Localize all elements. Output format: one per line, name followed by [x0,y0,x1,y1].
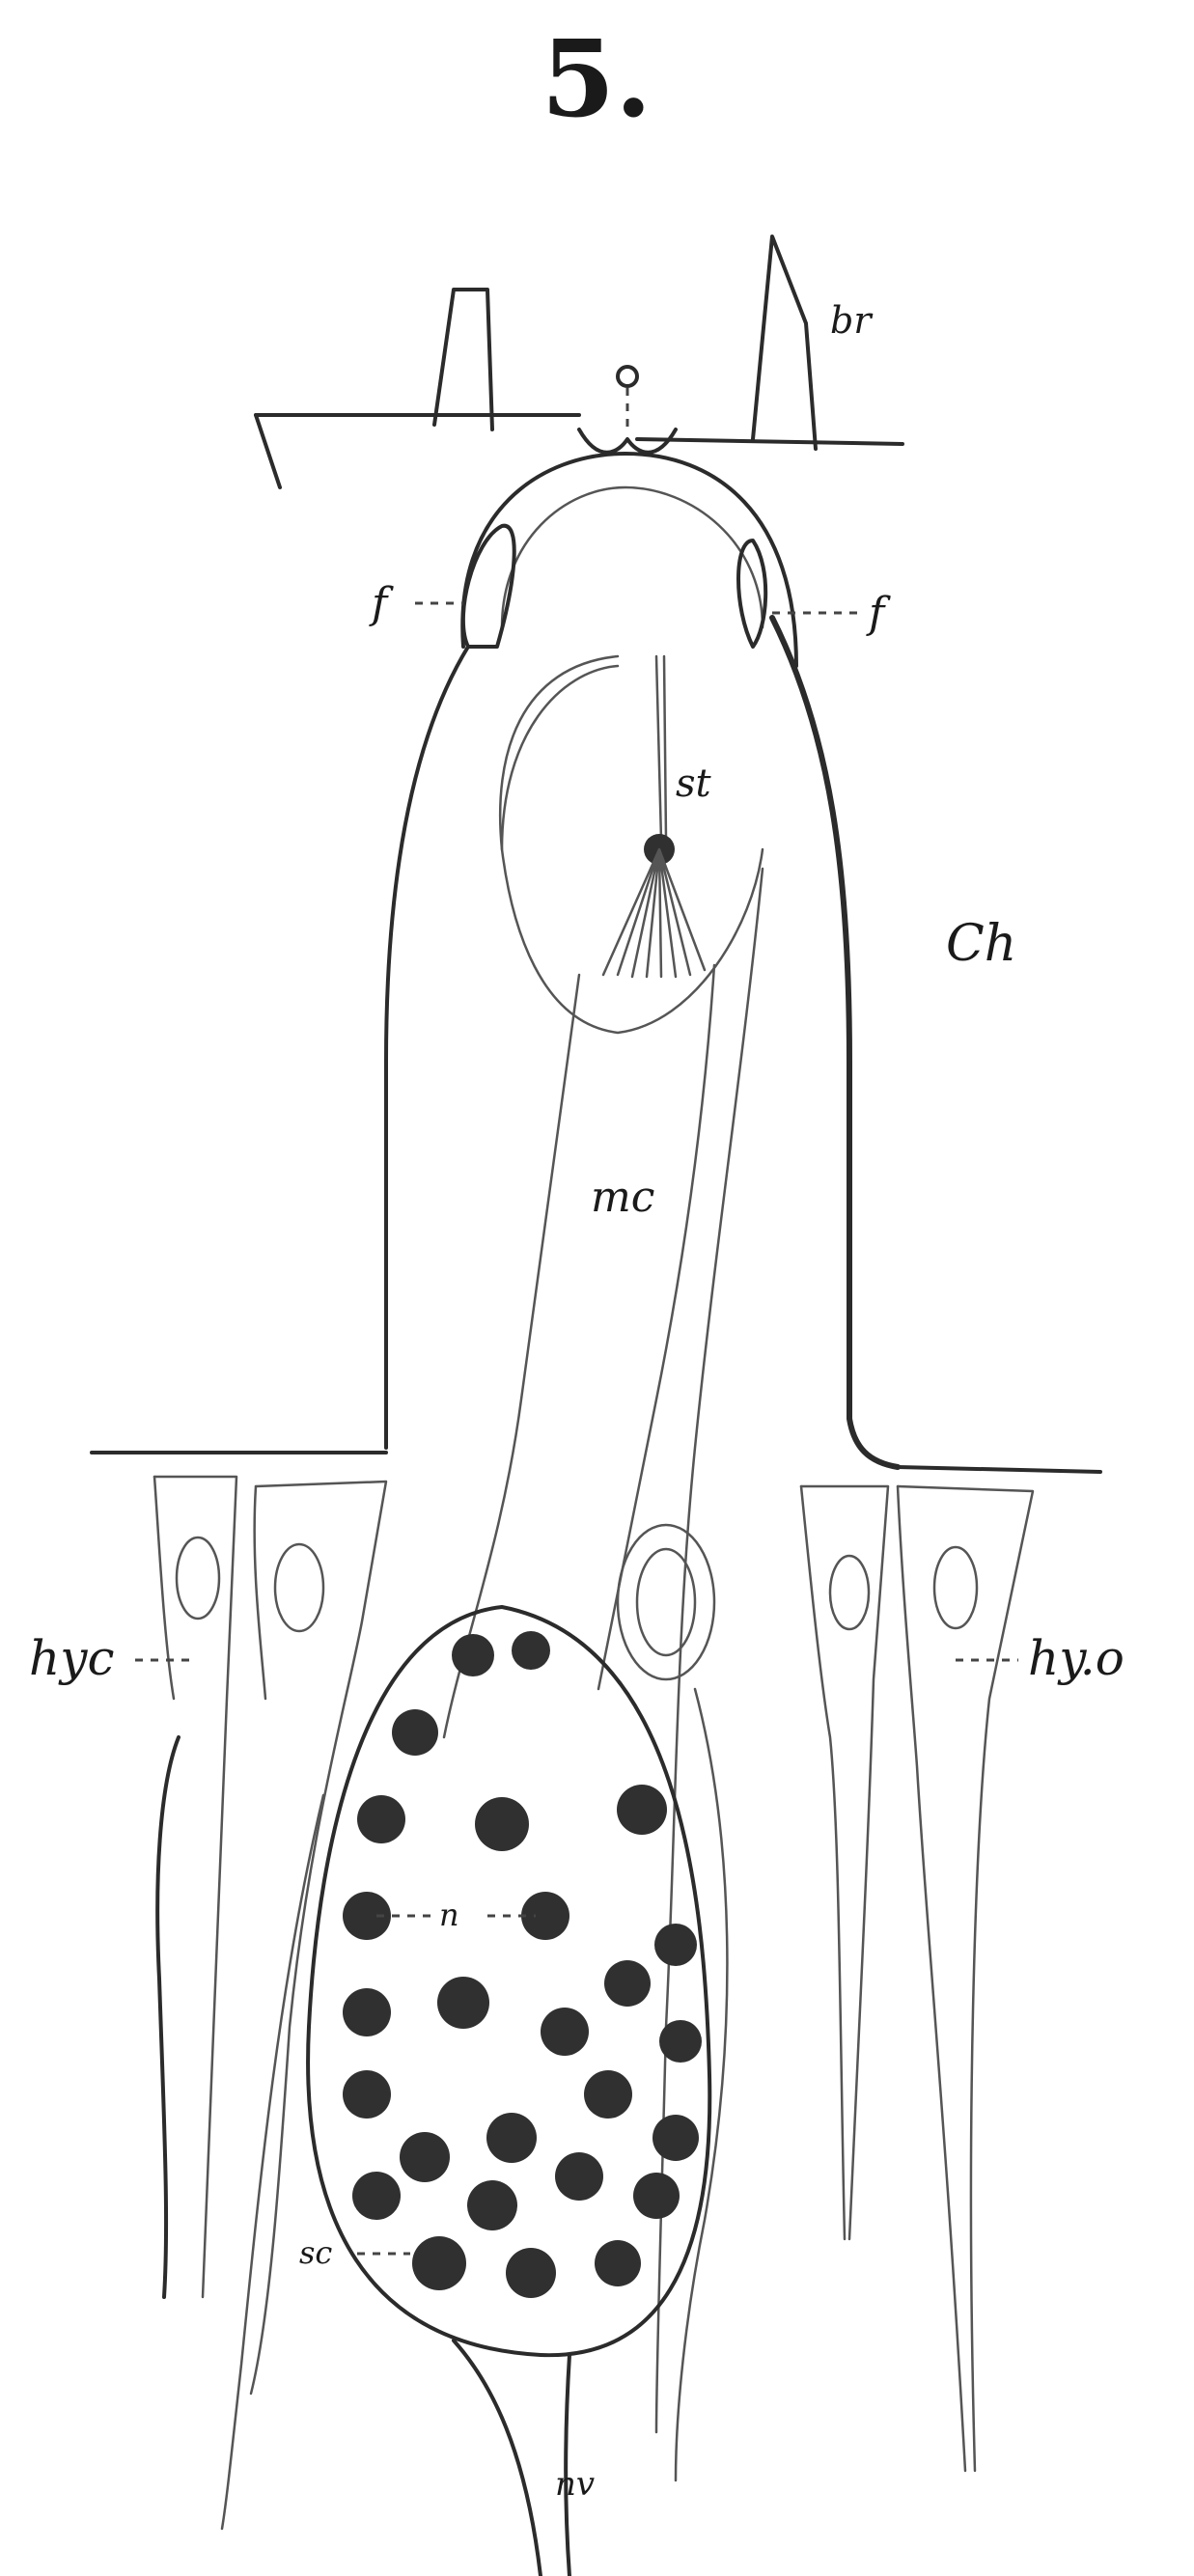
dendrite-tip [656,656,666,840]
ganglion-nucleus [343,2070,391,2119]
ganglion-nucleus [541,2008,589,2056]
label-br: br [830,299,874,342]
bristle-right [753,236,816,449]
ganglion-nucleus [595,2240,641,2286]
figure-number: 5. [541,16,653,141]
hypodermis-nucleus-right-2 [934,1547,977,1628]
label-sc: sc [299,2234,332,2271]
label-n: n [439,1897,459,1933]
ganglion-nucleus [343,1988,391,2036]
scolopale-fibres [603,849,705,977]
ganglion-nucleus [392,1709,438,1756]
hypodermis-cell-right-1 [801,1486,888,2239]
ganglion-nucleus [437,1977,489,2029]
ganglion-nucleus [659,2020,702,2063]
hypodermis-cell-right-2b [898,1486,965,2471]
ganglion-nucleus [653,2115,699,2161]
ganglion-nucleus [467,2180,517,2230]
ganglion-nucleus [452,1634,494,1676]
label-f-left: f [369,579,394,628]
ganglion-nucleus [512,1631,550,1670]
chamber-left-wall [386,647,468,1448]
ganglion-nucleus [400,2132,450,2182]
hypodermis-cell-right-2 [898,1486,1033,2471]
ganglion-nucleus [506,2248,556,2298]
label-nv: nv [555,2465,595,2504]
nerve-exit-left [454,2341,541,2576]
label-hyo: hy.o [1028,1630,1125,1686]
ganglion-nucleus [633,2173,680,2219]
ganglion-nucleus [521,1892,569,1940]
scolopale-cell-upper [502,666,618,849]
hypodermis-cell-right-1b [801,1486,845,2239]
cuticle-left-drop [256,415,280,487]
hypodermis-nucleus-left-2 [275,1544,323,1631]
sensillum-dome-inner [502,487,763,627]
ganglion-nucleus [604,1960,651,2007]
ganglion-nucleus [486,2113,537,2163]
neuron-strand-left-outer [222,1795,323,2529]
ganglion-nucleus [584,2070,632,2119]
hypodermis-strand-left [157,1737,179,2297]
ganglion-nucleus [654,1924,697,1966]
hypodermis-nucleus-right-1 [830,1556,869,1629]
label-hyc: hyc [29,1630,114,1686]
ganglion-nucleus [475,1797,529,1851]
label-mc: mc [591,1173,654,1222]
label-st: st [676,762,712,806]
nerve-column-left [444,975,579,1737]
nerve-column-right [598,965,714,1689]
ganglion-nucleus [617,1785,667,1835]
hypodermis-cell-left-2b [255,1486,265,1699]
ganglion-nucleus [412,2236,466,2290]
f-structure-right [738,540,765,647]
ganglion-nucleus [357,1795,405,1843]
chamber-right-wall [772,618,898,1467]
ganglion-nucleus [352,2172,401,2220]
hypodermis-cell-left-1b [154,1477,174,1699]
neuron-strand-right-outer [676,1689,727,2480]
label-ch: Ch [946,915,1016,973]
bristle-left [434,290,492,429]
hypodermis-nucleus-left-1 [177,1537,219,1619]
pore-marker [618,367,637,386]
basal-line-right [898,1467,1100,1472]
ganglion-nucleus [555,2152,603,2201]
label-f-right: f [866,589,891,638]
column-nucleus-inner [637,1549,695,1655]
